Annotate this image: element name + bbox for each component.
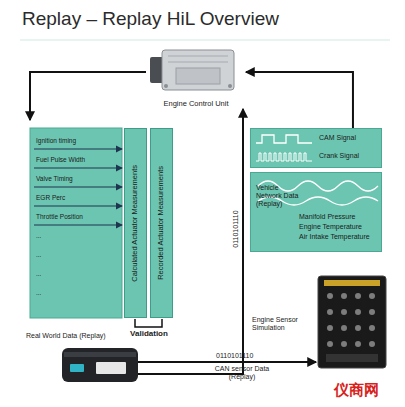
node-text: Engine Temperature — [299, 223, 362, 231]
ecu-connector — [150, 57, 166, 83]
logger-led — [70, 364, 84, 372]
connector — [327, 341, 333, 347]
binary-data: 0110101110 — [216, 352, 253, 360]
simulator-base — [326, 354, 378, 362]
node-text: Calculated Actuator Measurements — [131, 165, 140, 282]
connector — [355, 325, 361, 331]
signal-box: CAM SignalCrank Signal — [250, 128, 382, 168]
signal-name: Fuel Pulse Width — [36, 156, 85, 163]
watermark: 仪商网 — [334, 382, 379, 399]
signal-name: ... — [36, 232, 41, 239]
connector — [369, 325, 375, 331]
ecu-unit: Engine Control Unit — [146, 45, 246, 109]
connector — [327, 293, 333, 299]
signal-arrow — [34, 186, 122, 187]
signal-arrow — [34, 224, 122, 225]
signal-arrow — [34, 167, 122, 168]
diagram-title: Replay – Replay HiL Overview — [22, 8, 279, 30]
connector — [341, 341, 347, 347]
ecu-housing — [162, 50, 234, 90]
node-text: Engine Sensor Simulation — [252, 316, 312, 332]
signal-name: ... — [36, 251, 41, 258]
signal-name: ... — [36, 270, 41, 277]
signal-arrow — [34, 205, 122, 206]
logger-device — [62, 348, 138, 382]
simulator-device — [318, 276, 386, 368]
ecu-plate — [176, 68, 220, 84]
ecu-ridge — [168, 62, 228, 63]
signal-name: Ignition timing — [36, 137, 76, 144]
ecu-screw — [228, 84, 232, 88]
signal-arrow — [34, 148, 122, 149]
node-text: Air Intake Temperature — [299, 233, 370, 241]
simulator-unit: Engine Sensor Simulation — [316, 272, 388, 370]
connector — [327, 325, 333, 331]
simulator-connectors — [327, 293, 375, 347]
measurement-column: Recorded Actuator Measurements — [150, 128, 173, 318]
flow-arrow — [246, 72, 353, 128]
logger-stripe — [64, 352, 136, 357]
signal-name: Throttle Position — [36, 213, 83, 220]
simulator-strip — [324, 280, 380, 286]
ecu-ridge — [168, 56, 228, 57]
edge-label: CAN sensor Data (Replay) — [212, 365, 272, 381]
signal-name: Valve Timing — [36, 175, 73, 182]
node-text: Crank Signal — [319, 152, 359, 160]
node-text: Engine Control Unit — [146, 100, 246, 109]
logger-unit: Real World Data (Replay) — [62, 346, 138, 382]
connector — [327, 309, 333, 315]
edge-label: Vehicle Network Data (Replay) — [256, 184, 304, 208]
node-text: Real World Data (Replay) — [26, 332, 106, 340]
ecu-screw — [164, 84, 168, 88]
logger-label — [96, 362, 126, 374]
node-text: Manifold Pressure — [299, 213, 355, 221]
signal-name: ... — [36, 289, 41, 296]
signal-name: EGR Perc — [36, 194, 65, 201]
node-text: Recorded Actuator Measurements — [157, 166, 166, 280]
connector — [369, 341, 375, 347]
connector — [369, 309, 375, 315]
validation-label: Validation — [126, 329, 172, 338]
connector — [355, 309, 361, 315]
connector — [341, 309, 347, 315]
connector — [341, 325, 347, 331]
connector — [341, 293, 347, 299]
measurement-column: Calculated Actuator Measurements — [124, 128, 147, 318]
flow-arrow — [138, 361, 316, 363]
connector — [369, 293, 375, 299]
connector — [355, 341, 361, 347]
node-text: CAM Signal — [319, 134, 356, 142]
output-arrow — [30, 72, 146, 120]
title-rule — [20, 40, 390, 41]
binary-data: 0110101110 — [232, 204, 240, 254]
actuator-panel — [30, 128, 122, 318]
connector — [355, 293, 361, 299]
validation-bracket — [135, 319, 162, 327]
